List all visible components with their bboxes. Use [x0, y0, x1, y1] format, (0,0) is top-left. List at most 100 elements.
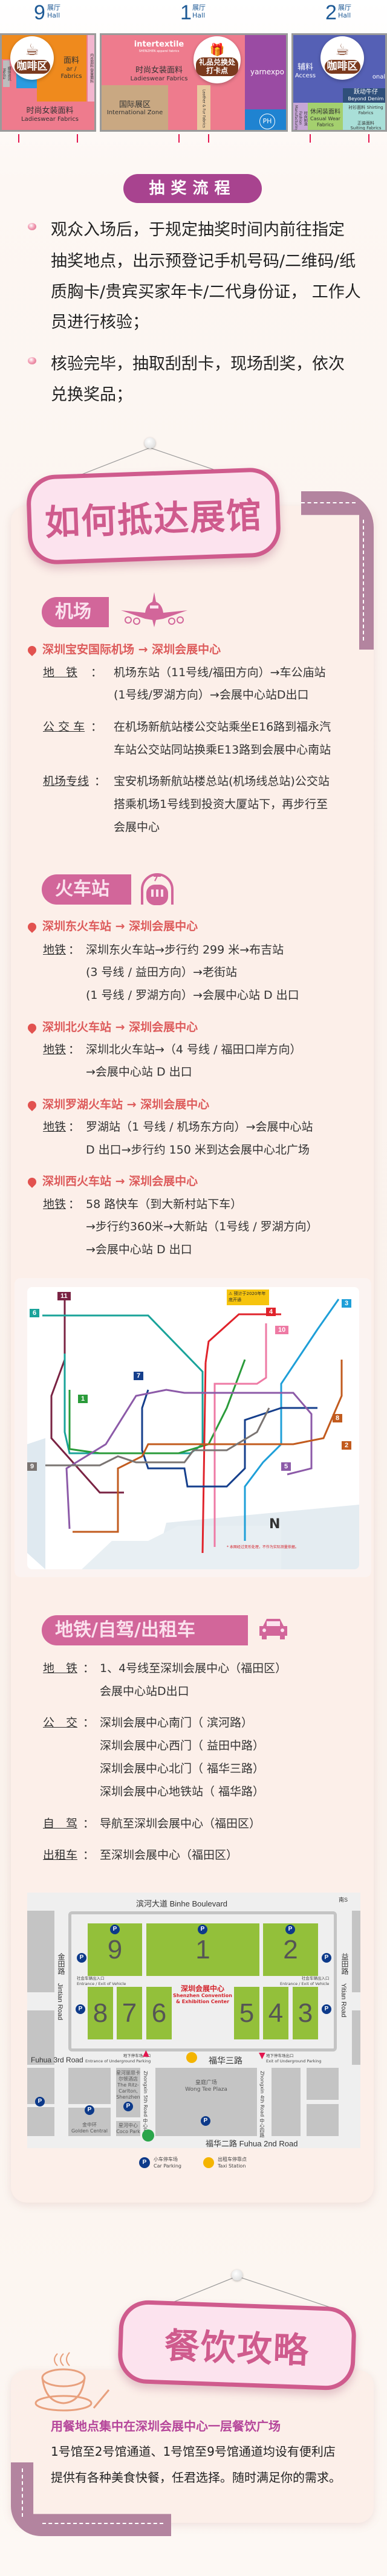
- lottery-text: 核验完毕，抽取刮刮卡，现场刮奖，依次: [51, 355, 345, 373]
- ph-logo: PH: [259, 114, 275, 129]
- dining-headline: 用餐地点集中在深圳会展中心一层餐饮广场: [51, 2419, 281, 2433]
- pin-icon: [232, 2270, 242, 2281]
- hall-block: 9: [88, 1923, 142, 1976]
- lottery-title: 抽奖流程: [123, 174, 262, 203]
- route-header: 深圳罗湖火车站 → 深圳会展中心: [26, 1096, 209, 1112]
- route-text: 搭乘机场1号线到投资大厦站下，再步行至: [114, 798, 328, 811]
- zone-yarnexpo: yarnexpo: [245, 35, 286, 109]
- route-text: →步行约360米→大新站（1号线 / 罗湖方向）: [86, 1220, 318, 1233]
- parking-icon: P: [198, 1925, 207, 1934]
- venue-location-map: 滨河大道 Binhe Boulevard 南S 9 1 2 8 7 6 5 4 …: [27, 1893, 360, 2148]
- road-label: Jintian Road: [56, 1983, 63, 2021]
- metro-line-badge: 2: [342, 1441, 352, 1450]
- route-text: D 出口→步行约 150 米到达会展中心北广场: [86, 1143, 310, 1157]
- coffee-cup-icon: ☕: [335, 40, 350, 59]
- metro-line-badge: 1: [78, 1395, 88, 1403]
- hall-block: 3: [293, 1987, 318, 2039]
- location-pin-icon: [26, 1099, 38, 1111]
- parking-icon: P: [322, 2004, 331, 2014]
- road-label: 福华二路 Fuhua 2nd Road: [206, 2139, 298, 2148]
- parking-icon: P: [123, 2102, 133, 2111]
- entry-arrow-icon: [77, 134, 78, 143]
- label-airport-express: 机场专线: [43, 775, 89, 788]
- arrow-up-icon: ▲: [143, 2048, 149, 2058]
- hall-number: 9: [34, 1, 45, 24]
- route-text: 车站公交站同站换乘E13路到会展中心南站: [114, 743, 331, 757]
- route-text: 罗湖站（1 号线 / 机场东方向）→会展中心站: [86, 1120, 313, 1134]
- hall-number: 2: [325, 1, 337, 24]
- north-arrow-icon: N: [269, 1517, 281, 1532]
- dining-text: 1号馆至2号馆通道、1号馆至9号馆通道均设有便利店: [51, 2444, 336, 2459]
- road-label: 益田路: [340, 1953, 349, 1975]
- lottery-text: 抽奖地点，出示预登记手机号码/二维码/纸: [51, 252, 356, 271]
- coffee-cup-drawing-icon: [34, 2352, 110, 2412]
- gift-exchange-marker[interactable]: 🎁礼品兑换处打卡点: [194, 36, 241, 83]
- hall-number: 1: [180, 1, 192, 24]
- taxi-icon: [203, 2157, 214, 2169]
- route-header: 深圳西火车站 → 深圳会展中心: [26, 1172, 198, 1189]
- metro-line-badge: 3: [342, 1299, 352, 1308]
- road-label: 滨河大道 Binhe Boulevard: [136, 1899, 228, 1908]
- taxi-icon: [186, 2052, 197, 2063]
- parking-icon: P: [85, 2105, 94, 2115]
- train-icon: [141, 873, 174, 905]
- parking-icon: P: [35, 2097, 45, 2106]
- pin-icon: [145, 437, 155, 448]
- route-text: 1、4号线至深圳会展中心（福田区）: [100, 1662, 287, 1675]
- label-bus: 公 交 车: [43, 720, 85, 734]
- arrow-down-icon: ▼: [259, 2051, 265, 2061]
- metro-line-7: [141, 1389, 317, 1488]
- metro-line-badge: 4: [266, 1308, 276, 1316]
- parking-icon: P: [76, 2004, 85, 2014]
- metro-line-badge: 8: [333, 1414, 343, 1422]
- route-text: 至深圳会展中心（福田区）: [100, 1848, 238, 1862]
- route-text: 机场东站（11号线/福田方向）→车公庙站: [114, 666, 326, 679]
- road-label: Zhongxin 4th Road 中心四路: [259, 2071, 265, 2138]
- entry-arrow-icon: [208, 134, 209, 143]
- location-pin-icon: [26, 644, 38, 656]
- route-text: 深圳会展中心西门（ 益田中路）: [100, 1739, 265, 1752]
- coffee-area-marker[interactable]: ☕咖啡区: [10, 36, 54, 80]
- road-label: Fuhua 3rd Road: [31, 2056, 83, 2064]
- parking-icon: P: [110, 1925, 120, 1934]
- route-text: 宝安机场新航站楼总站(机场线总站)公交站: [114, 775, 330, 788]
- lottery-text: 质胸卡/贵宾买家年卡/二代身份证， 工作人: [51, 283, 361, 302]
- label-bus: 公 交: [43, 1716, 78, 1729]
- route-header: 深圳宝安国际机场 → 深圳会展中心: [26, 641, 221, 657]
- coffee-area-marker[interactable]: ☕咖啡区: [320, 36, 364, 80]
- dining-text: 提供有各种美食快餐，任君选择。随时满足你的需求。: [51, 2470, 341, 2485]
- label-metro: 地 铁: [43, 1662, 78, 1675]
- location-pin-icon: [26, 1175, 38, 1188]
- route-header: 深圳东火车站 → 深圳会展中心: [26, 917, 198, 934]
- label-metro: 地铁: [43, 943, 67, 957]
- label-taxi: 出租车: [43, 1848, 78, 1862]
- metro-line-badge: 7: [134, 1372, 144, 1380]
- metro-line-2: [73, 1360, 343, 1533]
- route-text: 深圳会展中心北门（ 福华三路）: [100, 1762, 265, 1775]
- route-text: 深圳会展中心南门（ 滨河路）: [100, 1716, 253, 1729]
- exit-arrow-icon: [368, 134, 369, 143]
- section-train-label: 火车站: [42, 874, 131, 905]
- map-disclaimer: * 本图经过变形处理，不作为实际测量依据。: [227, 1545, 299, 1549]
- heart-bullet-icon: [28, 357, 36, 364]
- road-label: 福华三路: [209, 2056, 242, 2065]
- metro-line-10: [213, 1323, 267, 1547]
- hall-block: 7: [117, 1987, 142, 2039]
- south-compass-icon: 南S: [339, 1897, 348, 1903]
- route-text: 会展中心: [114, 821, 160, 834]
- parking-icon: P: [322, 1953, 331, 1963]
- route-text: 深圳北火车站→（4 号线 / 福田口岸方向）: [86, 1043, 302, 1056]
- entry-arrow-icon: [178, 134, 180, 143]
- metro-line-4b: [201, 1362, 207, 1554]
